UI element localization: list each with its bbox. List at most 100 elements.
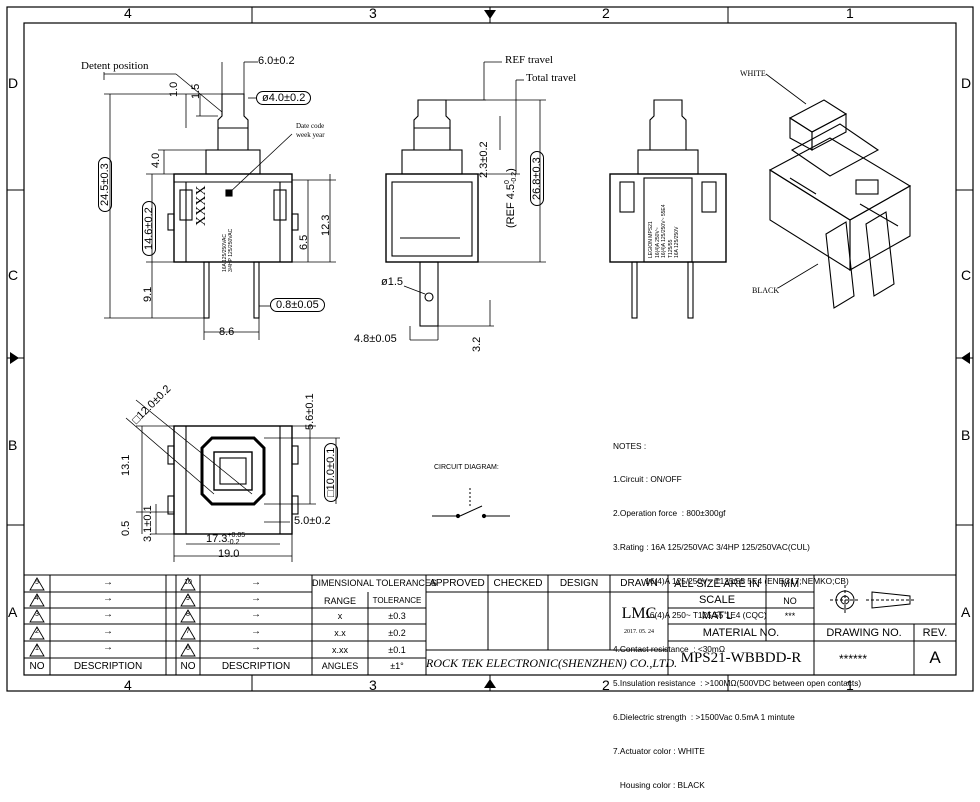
drawing-no-label: DRAWING NO. (826, 627, 902, 639)
matl-value: *** (784, 611, 796, 621)
dim-8-6: 8.6 (219, 326, 235, 338)
zone-row-c-left: C (8, 267, 19, 283)
checked-header: CHECKED (493, 578, 543, 589)
tol-range: x.x (334, 628, 346, 638)
dimensional-tolerances-header: DIMENSIONAL TOLERANCES (312, 578, 437, 588)
dim-17-3-sub: -0.2 (227, 539, 240, 546)
matl-label: MAT'L (701, 610, 733, 622)
rev-number: 1 (35, 645, 39, 652)
tol-value: ±0.1 (388, 645, 406, 655)
range-header: RANGE (323, 596, 356, 606)
description-header: DESCRIPTION (73, 661, 143, 672)
tolerance-header: TOLERANCE (372, 596, 422, 605)
zone-col-2-top: 2 (602, 5, 610, 21)
zone-col-1-top: 1 (846, 5, 854, 21)
drawn-date: 2017. 05. 24 (624, 629, 654, 635)
dim-ref-4-5-sub: -0.2 (511, 171, 518, 184)
rev-label: REV. (922, 627, 948, 639)
dim-5-6: 5.6±0.1 (304, 393, 316, 430)
rev-arrow: → (103, 577, 113, 588)
center-arrow-bottom (484, 679, 496, 688)
dim-17-3-main: 17.3 (206, 532, 228, 545)
rev-arrow: → (251, 626, 261, 637)
zone-row-b-left: B (8, 437, 18, 453)
zone-col-3-bottom: 3 (369, 677, 377, 693)
drawing-no-value: ****** (838, 652, 868, 666)
zone-row-a-right: A (961, 604, 971, 620)
detent-position-label: Detent position (81, 60, 149, 72)
circuit-symbol (432, 488, 510, 519)
dim-26-8: 26.8±0.3 (530, 151, 544, 206)
drawing-sheet (6, 6, 974, 692)
dim-13-1: 13.1 (120, 454, 132, 476)
rev-arrow: → (103, 642, 113, 653)
center-arrow-top (484, 10, 496, 19)
tol-value: ±0.2 (388, 628, 406, 638)
title-block-grid (23, 574, 957, 676)
side-view-left (167, 93, 299, 319)
rev-number: 8 (186, 611, 190, 618)
unit-value: MM (780, 578, 800, 590)
rev-number: 3 (35, 611, 39, 618)
dim-0-5: 0.5 (120, 520, 132, 536)
black-label: BLACK (752, 286, 780, 295)
rev-number: 5 (35, 579, 39, 586)
rev-value: A (929, 648, 941, 667)
no-header: NO (180, 661, 196, 672)
notes-line: Housing color : BLACK (613, 779, 705, 790)
side-label-line: 3/4HP 125/250VAC (228, 228, 234, 272)
zone-row-b-right: B (961, 427, 971, 443)
dim-4-0: 4.0 (150, 152, 162, 168)
zone-row-d-left: D (8, 75, 19, 91)
notes-line: 4.Contact resistance : <30mΩ (613, 643, 726, 654)
side-housing-label: 16A 125/250VAC 3/4HP 125/250VAC (222, 229, 234, 272)
dim-1-0: 1.0 (168, 81, 180, 97)
tol-value: ±0.3 (388, 611, 406, 621)
zone-col-2-bottom: 2 (602, 677, 610, 693)
zone-col-4-top: 4 (124, 5, 132, 21)
notes-line: 7.Actuator color : WHITE (613, 745, 705, 756)
zone-row-a-left: A (8, 604, 18, 620)
rev-number: 7 (186, 628, 190, 635)
dim-10-0: □10.0±0.1 (324, 442, 338, 502)
tol-value: ±1° (390, 661, 404, 671)
projection-symbol-icon (830, 585, 916, 615)
center-arrow-right (961, 352, 970, 364)
zone-col-3-top: 3 (369, 5, 377, 21)
description-header: DESCRIPTION (221, 661, 291, 672)
no-header: NO (29, 661, 45, 672)
white-label: WHITE (740, 69, 766, 78)
front-view (609, 99, 727, 319)
notes-line: 1.Circuit : ON/OFF (613, 474, 682, 485)
total-travel-label: Total travel (526, 72, 577, 84)
circuit-diagram-label: CIRCUIT DIAGRAM: (434, 464, 499, 471)
zone-row-d-right: D (961, 75, 972, 91)
rev-number: 6 (186, 645, 190, 652)
dim-phi-1-5: ø1.5 (381, 276, 404, 288)
drawn-by: LMC (621, 605, 657, 622)
zone-row-c-right: C (961, 267, 972, 283)
rev-number: 2 (35, 628, 39, 635)
notes-line: 3.Rating : 16A 125/250VAC 3/4HP 125/250V… (613, 542, 810, 553)
dim-ref-4-5-main: (REF 4.5 (504, 183, 517, 228)
zone-col-1-bottom: 1 (846, 677, 854, 693)
dim-0-8: 0.8±0.05 (270, 298, 325, 312)
dim-ref-4-5-close: ) (504, 168, 517, 172)
notes-line: 16(4)A 125/250V~ T125/55 5E4 (ENEC17;NEM… (613, 576, 849, 587)
rev-number: 4 (35, 595, 39, 602)
dim-1-5: 1.5 (190, 83, 202, 99)
design-header: DESIGN (559, 578, 599, 589)
dim-2-3: 2.3±0.2 (478, 141, 490, 178)
notes-line: 6.Dielectric strength : >1500Vac 0.5mA 1… (613, 711, 795, 722)
notes-line: 2.Operation force : 800±300gf (613, 508, 726, 519)
material-no-label: MATERIAL NO. (702, 627, 780, 639)
week-year-label: week year (296, 131, 325, 139)
dim-12-3: 12.3 (320, 214, 332, 236)
top-view (167, 425, 299, 535)
dim-24-5: 24.5±0.3 (98, 157, 112, 212)
all-size-label: ALL SIZE ARE IN (674, 578, 760, 590)
tol-range: x (337, 611, 343, 621)
rev-arrow: → (251, 577, 261, 588)
rev-number: 10 (184, 579, 192, 586)
